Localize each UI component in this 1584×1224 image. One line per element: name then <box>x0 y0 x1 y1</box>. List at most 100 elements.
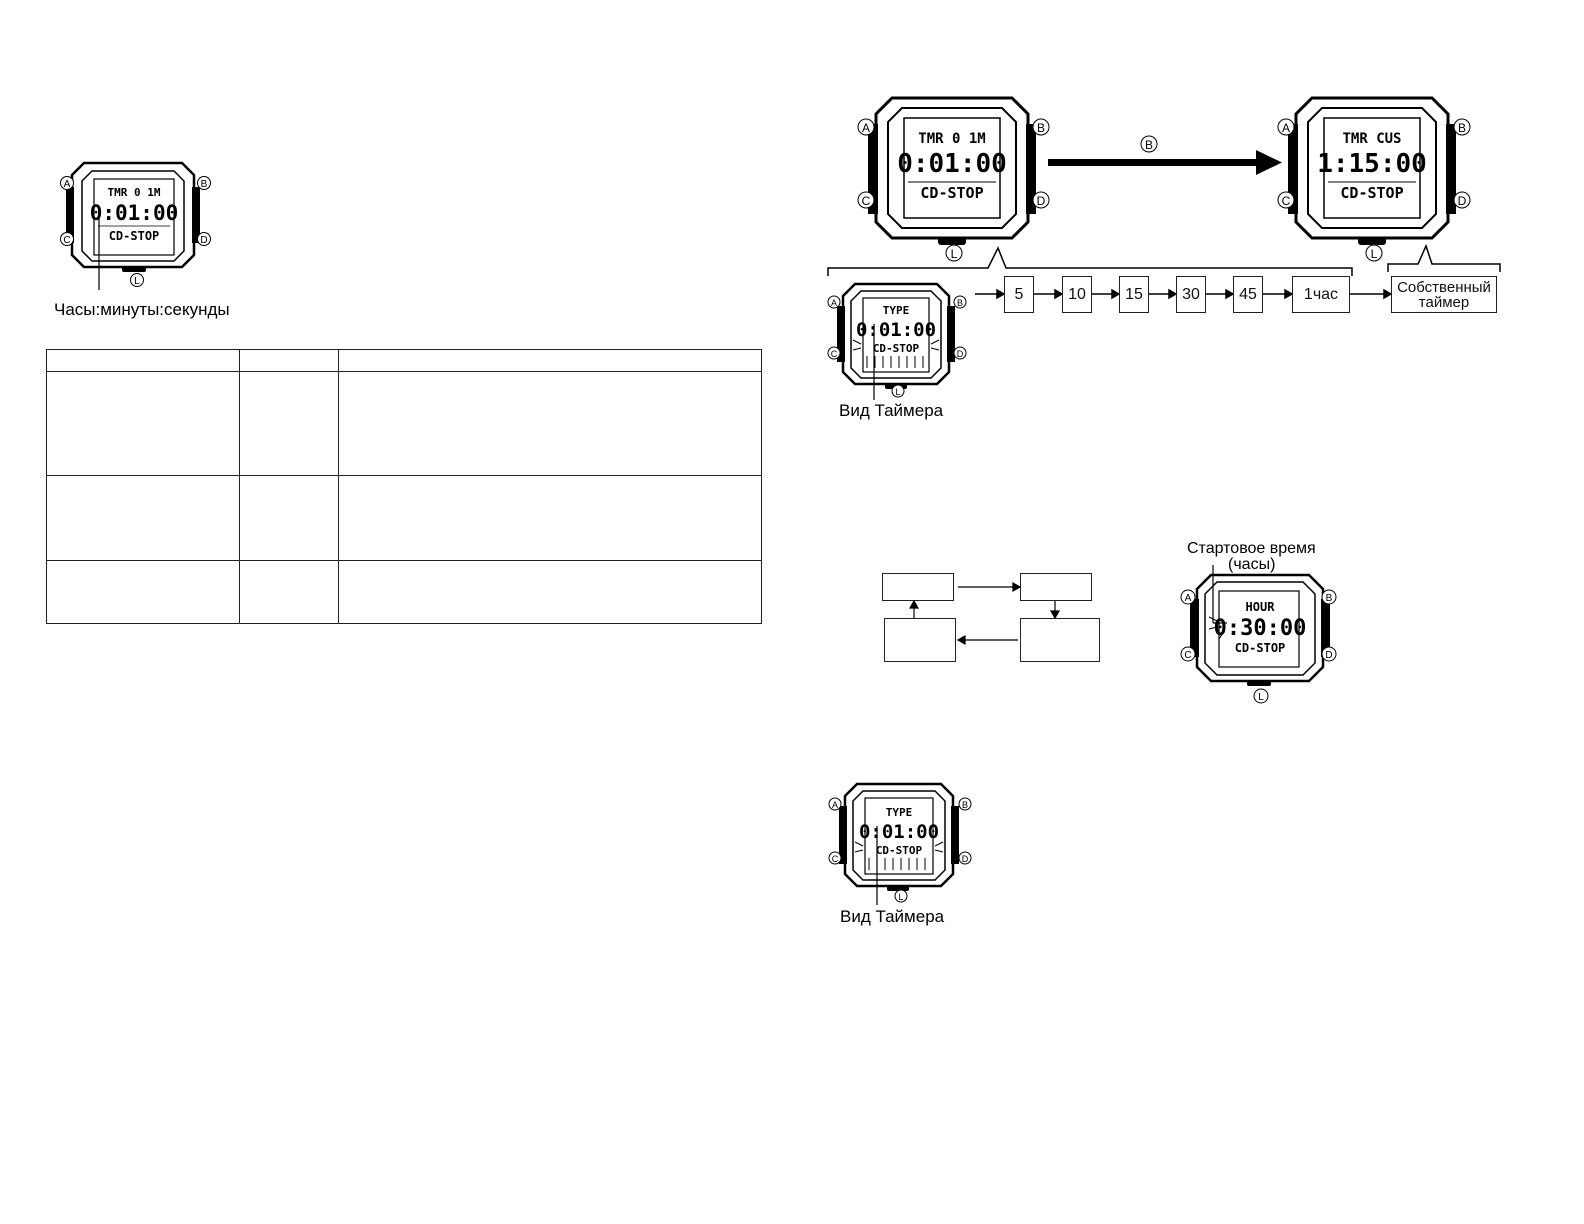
lcd-top-text: TMR CUS <box>1342 131 1401 147</box>
step-arrows <box>975 288 1393 300</box>
button-a-icon: A <box>857 118 875 136</box>
custom-timer-box: Собственный таймер <box>1391 276 1497 313</box>
table-cell <box>338 371 762 476</box>
lcd-bottom-text: CD-STOP <box>109 229 160 243</box>
watch-small-caption: Часы:минуты:секунды <box>54 300 230 319</box>
button-d-icon: D <box>1321 646 1337 662</box>
lcd-time-text: 1:15:00 <box>1317 149 1427 179</box>
svg-text:L: L <box>1371 247 1378 261</box>
button-l-icon: L <box>945 244 963 262</box>
svg-text:L: L <box>1258 692 1264 703</box>
table-cell <box>338 475 762 561</box>
svg-text:B: B <box>1326 593 1333 604</box>
button-d-icon: D <box>1032 191 1050 209</box>
button-b-icon: B <box>1321 589 1337 605</box>
lcd-top-text: TMR 0 1M <box>918 131 985 147</box>
svg-text:L: L <box>898 892 903 902</box>
svg-text:C: C <box>862 194 871 208</box>
svg-text:C: C <box>1282 194 1291 208</box>
table-header-cell <box>46 349 240 372</box>
lcd-top-text: TYPE <box>886 806 913 819</box>
lcd-bottom-text: CD-STOP <box>1340 184 1403 202</box>
button-a-icon: A <box>60 176 74 190</box>
lcd-time-text: 0:01:00 <box>897 149 1007 179</box>
svg-text:D: D <box>200 235 207 246</box>
svg-text:C: C <box>63 235 70 246</box>
flow-box-top-left <box>882 573 954 601</box>
button-l-icon: L <box>891 384 905 398</box>
callout-bracket <box>827 243 1501 276</box>
table-cell <box>338 560 762 624</box>
watch-left-case <box>868 96 1036 245</box>
lcd-top-text: TYPE <box>883 304 910 317</box>
table-cell <box>239 560 339 624</box>
lcd-bottom-text: CD-STOP <box>876 844 923 857</box>
table-cell <box>46 371 240 476</box>
button-l-icon: L <box>1253 688 1269 704</box>
svg-text:B: B <box>1037 121 1045 135</box>
svg-text:D: D <box>957 349 964 359</box>
lcd-top-text: HOUR <box>1246 600 1276 614</box>
svg-text:C: C <box>831 349 838 359</box>
svg-text:A: A <box>862 121 870 135</box>
svg-text:B: B <box>201 179 208 190</box>
flow-arrows <box>908 581 1061 646</box>
watch-right-case <box>1288 96 1456 245</box>
table-row <box>46 475 762 561</box>
button-l-icon: L <box>894 889 908 903</box>
table-header-row <box>46 349 762 372</box>
svg-text:A: A <box>831 298 837 308</box>
svg-text:D: D <box>1458 194 1467 208</box>
watch-clock-illustration: TMR 0 1M 0:01:00 CD-STOP A B C D L <box>60 161 211 290</box>
svg-text:A: A <box>1282 121 1290 135</box>
step-box-45: 45 <box>1233 276 1263 313</box>
step-box-10: 10 <box>1062 276 1092 313</box>
watch-type2-caption: Вид Таймера <box>840 907 945 926</box>
flow-box-bottom-left <box>884 618 956 662</box>
start-time-label: Стартовое время <box>1187 540 1316 557</box>
button-b-icon: B <box>1032 118 1050 136</box>
function-table <box>46 349 762 624</box>
watch-type-illustration-2: TYPE 0:01:00 CD-STOP A B C D L <box>828 782 972 905</box>
table-row <box>46 560 762 624</box>
button-b-icon: B <box>958 797 972 811</box>
lcd-time-text: 0:01:00 <box>856 319 936 341</box>
custom-timer-line1: Собственный <box>1397 278 1491 296</box>
button-d-icon: D <box>958 851 972 865</box>
step-box-5: 5 <box>1004 276 1034 313</box>
svg-text:D: D <box>1037 194 1046 208</box>
button-c-icon: C <box>827 346 841 360</box>
button-a-icon: A <box>828 797 842 811</box>
watch-case <box>1190 573 1330 686</box>
lcd-time-text: 0:30:00 <box>1214 616 1307 641</box>
table-row <box>46 371 762 476</box>
button-a-icon: A <box>1277 118 1295 136</box>
step-box-1-hour: 1час <box>1292 276 1350 313</box>
button-l-icon: L <box>130 273 144 287</box>
button-b-icon: B <box>197 176 211 190</box>
timer-type-change-diagram: TMR 0 1M 0:01:00 CD-STOP A B C D L B TMR… <box>857 96 1471 262</box>
button-a-icon: A <box>827 295 841 309</box>
button-c-icon: C <box>828 851 842 865</box>
flow-box-top-right <box>1020 573 1092 601</box>
blink-marks-icon <box>852 339 940 368</box>
lcd-time-text: 0:01:00 <box>859 821 939 843</box>
button-d-icon: D <box>953 346 967 360</box>
table-cell <box>46 475 240 561</box>
button-d-icon: D <box>197 232 211 246</box>
svg-text:B: B <box>962 800 968 810</box>
button-c-icon: C <box>857 191 875 209</box>
svg-text:L: L <box>951 247 958 261</box>
button-d-icon: D <box>1453 191 1471 209</box>
svg-text:L: L <box>134 276 140 287</box>
svg-text:B: B <box>1458 121 1466 135</box>
step-box-15: 15 <box>1119 276 1149 313</box>
button-c-icon: C <box>1277 191 1295 209</box>
svg-text:B: B <box>1145 138 1153 152</box>
lcd-bottom-text: CD-STOP <box>920 184 983 202</box>
watch-type-caption: Вид Таймера <box>839 401 944 420</box>
button-c-icon: C <box>1180 646 1196 662</box>
arrow-right-icon <box>1048 150 1282 175</box>
svg-text:A: A <box>64 179 71 190</box>
lcd-time-text: 0:01:00 <box>90 201 179 225</box>
